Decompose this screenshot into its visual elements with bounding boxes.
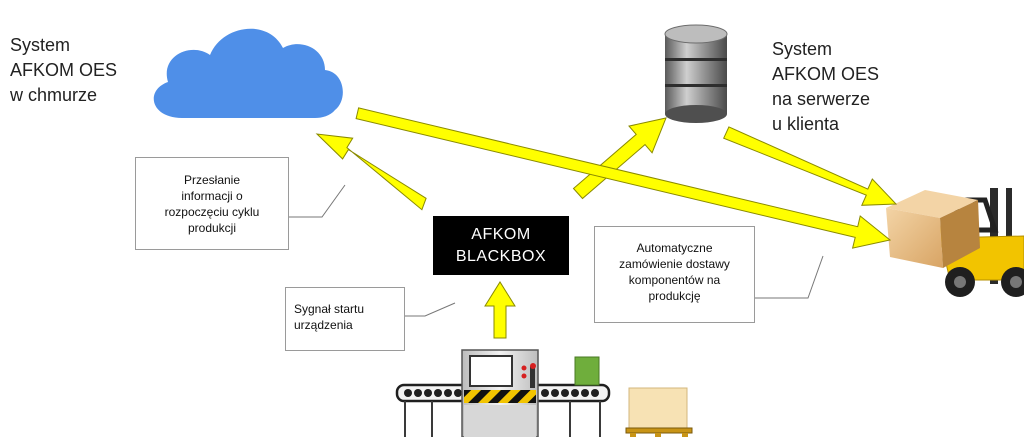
- leader-line-auto-order: [755, 255, 824, 299]
- callout-line: produkcji: [187, 221, 237, 235]
- callout-line: zamówienie dostawy: [619, 257, 730, 271]
- server-system-line: u klienta: [772, 114, 840, 134]
- server-system-line: System: [772, 39, 833, 59]
- callout-production-start: Przesłanie informacji o rozpoczęciu cykl…: [135, 157, 289, 250]
- callout-line: komponentów na: [628, 273, 721, 287]
- box-icon: [886, 190, 980, 268]
- callout-auto-order: Automatyczne zamówienie dostawy komponen…: [594, 226, 755, 323]
- callout-line: produkcję: [648, 289, 701, 303]
- callout-line: Sygnał startu: [294, 302, 365, 316]
- database-icon: [664, 24, 728, 123]
- arrow-cloud-to-forklift: [355, 107, 892, 249]
- cloud-system-line: w chmurze: [10, 85, 98, 105]
- arrow-blackbox-to-cloud: [315, 133, 427, 211]
- afkom-blackbox: AFKOM BLACKBOX: [433, 216, 569, 275]
- cloud-system-line: System: [10, 35, 71, 55]
- cloud-system-line: AFKOM OES: [10, 60, 118, 80]
- callout-device-start: Sygnał startu urządzenia: [285, 287, 405, 351]
- cloud-system-label: System AFKOM OES w chmurze: [10, 33, 117, 108]
- callout-line: Automatyczne: [636, 241, 713, 255]
- callout-line: urządzenia: [294, 318, 353, 332]
- server-system-line: na serwerze: [772, 89, 871, 109]
- arrow-database-to-forklift: [723, 126, 898, 206]
- pallet-icon: [625, 387, 693, 437]
- blackbox-line: AFKOM: [471, 225, 531, 243]
- callout-line: informacji o: [181, 189, 243, 203]
- callout-line: Przesłanie: [183, 173, 241, 187]
- forklift-icon: [886, 188, 1024, 297]
- callout-line: rozpoczęciu cyklu: [164, 205, 260, 219]
- leader-line-production-start: [289, 184, 346, 218]
- cloud-icon: [153, 28, 343, 119]
- leader-line-device-start: [405, 302, 456, 317]
- flow-arrows: [315, 107, 898, 339]
- arrow-machine-to-blackbox: [484, 281, 516, 339]
- blackbox-line: BLACKBOX: [455, 247, 547, 265]
- production-line-icon: [395, 349, 611, 437]
- server-system-label: System AFKOM OES na serwerze u klienta: [772, 37, 879, 137]
- arrow-blackbox-to-database: [572, 117, 667, 200]
- server-system-line: AFKOM OES: [772, 64, 880, 84]
